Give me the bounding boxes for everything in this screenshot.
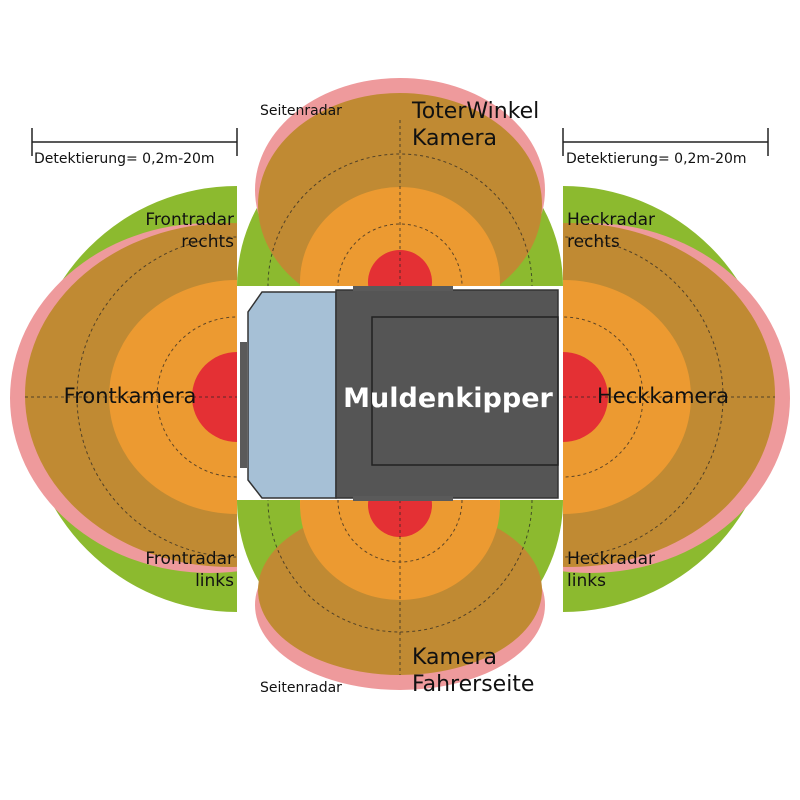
top-side-sensor	[353, 286, 453, 291]
red-zone	[368, 250, 432, 286]
detection-scale-right	[562, 128, 769, 156]
front-camera-zone	[10, 223, 237, 573]
red-zone	[192, 352, 237, 442]
bottom-side-sensor	[353, 496, 453, 501]
detection-scale-left	[31, 128, 238, 156]
driver-camera-label-1: Kamera	[412, 645, 497, 670]
truck-title: Muldenkipper	[343, 383, 553, 414]
front-radar-right-label-1: Frontradar	[145, 210, 234, 230]
driver-camera-label-2: Fahrerseite	[412, 672, 534, 697]
truck-bed	[335, 289, 559, 499]
front-radar-right-label-2: rechts	[181, 232, 234, 252]
front-radar-left-label-2: links	[195, 571, 234, 591]
detection-label-right: Detektierung= 0,2m-20m	[566, 151, 747, 167]
rear-radar-right-label-1: Heckradar	[567, 210, 655, 230]
orange-zone	[109, 280, 237, 514]
rear-radar-left-label-2: links	[567, 571, 606, 591]
dump-truck	[237, 286, 563, 501]
truck-bed-inner	[371, 316, 559, 466]
rear-camera-zone	[563, 223, 790, 573]
rear-camera-label: Heckkamera	[597, 384, 729, 408]
rear-radar-right-label-2: rechts	[567, 232, 620, 252]
side-radar-bottom-label: Seitenradar	[260, 680, 342, 696]
front-radar-left-label-1: Frontradar	[145, 549, 234, 569]
driver-camera-zone	[255, 500, 545, 690]
blind-spot-camera-zone	[255, 78, 545, 286]
detection-label-left: Detektierung= 0,2m-20m	[34, 151, 215, 167]
blind-spot-camera-label-1: ToterWinkel	[411, 99, 539, 124]
front-camera-label: Frontkamera	[64, 384, 197, 408]
rear-radar-left-label-1: Heckradar	[567, 549, 655, 569]
red-zone	[563, 352, 608, 442]
truck-cab	[247, 291, 337, 499]
orange-zone	[563, 280, 691, 514]
front-bumper-sensor	[240, 342, 247, 468]
side-radar-top-label: Seitenradar	[260, 103, 342, 119]
blind-spot-camera-label-2: Kamera	[412, 126, 497, 151]
